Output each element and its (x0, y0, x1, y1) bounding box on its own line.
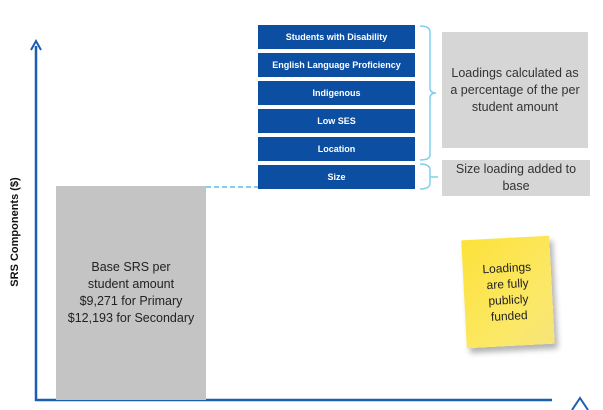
loading-students-with-disability: Students with Disability (258, 25, 415, 49)
base-primary: $9,271 for Primary (79, 294, 183, 308)
sticky-note: Loadings are fully publicly funded (461, 235, 555, 349)
loading-english-language-proficiency: English Language Proficiency (258, 53, 415, 77)
y-axis-label: SRS Components ($) (9, 177, 21, 287)
base-secondary: $12,193 for Secondary (67, 311, 195, 325)
loading-location: Location (258, 137, 415, 161)
loading-low-ses: Low SES (258, 109, 415, 133)
base-srs-block: Base SRS per student amount $9,271 for P… (56, 186, 206, 400)
base-label: Base SRS per student amount (87, 260, 175, 291)
y-axis-arrow (30, 38, 42, 51)
loading-indigenous: Indigenous (258, 81, 415, 105)
logo-mark (571, 396, 589, 410)
brace-size (419, 163, 438, 190)
sticky-text: Loadings are fully publicly funded (482, 259, 532, 324)
brace-percentage (419, 25, 437, 161)
loading-size: Size (258, 165, 415, 189)
size-note: Size loading added to base (442, 160, 590, 196)
percentage-note: Loadings calculated as a percentage of t… (442, 32, 588, 148)
